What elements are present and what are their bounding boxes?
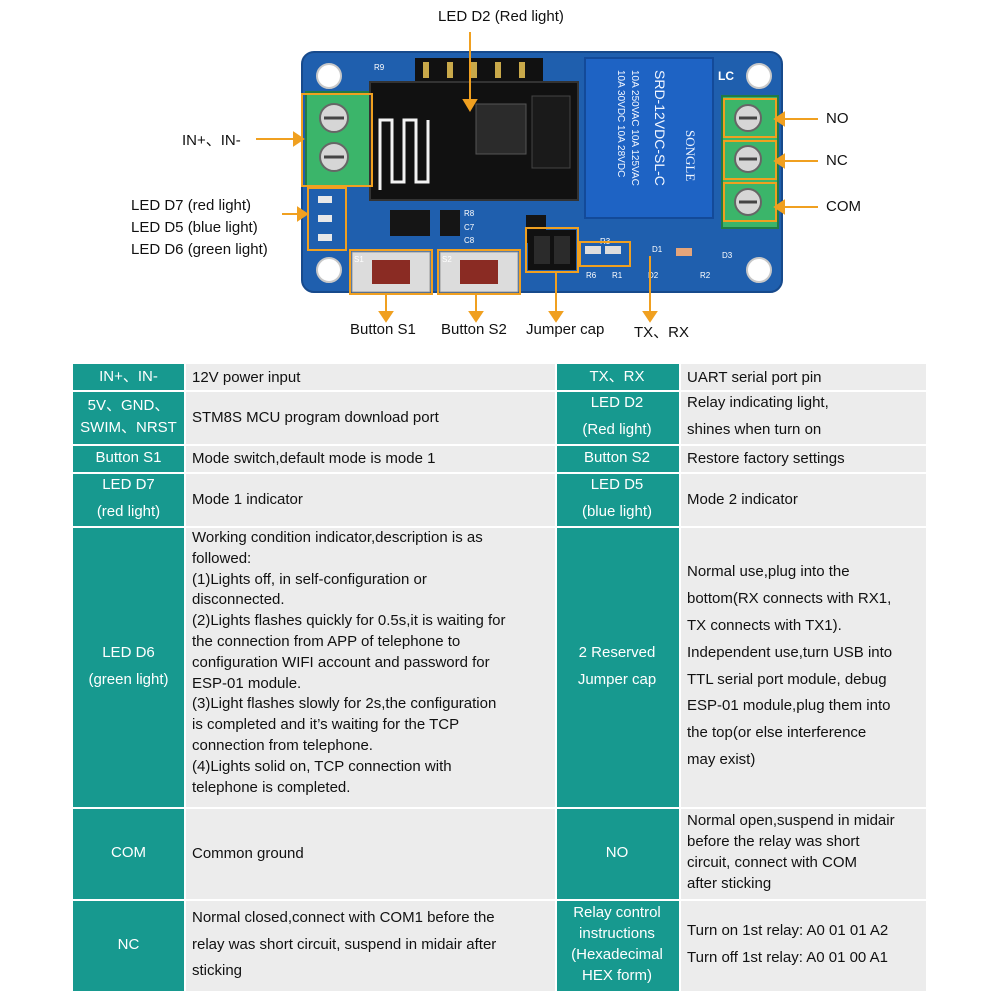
highlight-tx-rx	[579, 241, 631, 267]
highlight-leds	[307, 187, 347, 251]
mounting-hole-bottom-right	[746, 257, 772, 283]
callout-tx-rx: TX、RX	[634, 324, 690, 341]
table-value: Normal open,suspend in midair before the…	[679, 807, 926, 899]
spec-table: IN+、IN- 12V power input TX、RX UART seria…	[73, 364, 926, 991]
arrow-button-s1	[378, 311, 394, 323]
table-value: STM8S MCU program download port	[184, 390, 555, 444]
callout-power: IN+、IN-	[182, 132, 241, 149]
silk-r6: R6	[586, 271, 597, 280]
mounting-hole-top-right	[746, 63, 772, 89]
silk-c8: C8	[464, 236, 475, 245]
highlight-button-s2	[437, 249, 521, 295]
highlight-button-s1	[349, 249, 433, 295]
callout-nc: NC	[826, 152, 848, 169]
highlight-com-terminal	[723, 182, 777, 222]
table-value: Common ground	[184, 807, 555, 899]
indicator-leds	[318, 196, 332, 241]
table-key: LED D5 (blue light)	[555, 472, 679, 526]
table-key: TX、RX	[555, 364, 679, 390]
table-value: UART serial port pin	[679, 364, 926, 390]
table-value: Relay indicating light, shines when turn…	[679, 390, 926, 444]
table-value: Mode 1 indicator	[184, 472, 555, 526]
table-key: Relay control instructions (Hexadecimal …	[555, 899, 679, 991]
silk-r9: R9	[374, 63, 385, 72]
callout-led-d5: LED D5 (blue light)	[131, 219, 258, 236]
table-key: Button S2	[555, 444, 679, 472]
arrow-com	[773, 199, 785, 215]
regulator-chip	[440, 210, 460, 236]
relay-model-text: SRD-12VDC-SL-C	[652, 70, 668, 186]
jumper-cap-part	[528, 230, 576, 270]
callout-led-d7: LED D7 (red light)	[131, 197, 252, 214]
resistor-r6	[585, 246, 601, 254]
table-value: Mode 2 indicator	[679, 472, 926, 526]
table-value: Normal use,plug into the bottom(RX conne…	[679, 526, 926, 807]
callout-led-d6: LED D6 (green light)	[131, 241, 268, 258]
silk-d3: D3	[722, 251, 733, 260]
arrow-no	[773, 111, 785, 127]
button-s2-part	[439, 251, 519, 293]
table-key: LED D2 (Red light)	[555, 390, 679, 444]
relay-terminal-block	[721, 95, 779, 229]
callout-button-s2: Button S2	[441, 321, 507, 338]
table-key: Button S1	[73, 444, 184, 472]
callout-led-d2: LED D2 (Red light)	[438, 8, 564, 25]
power-terminal-block	[305, 91, 371, 187]
table-key: IN+、IN-	[73, 364, 184, 390]
esp01-module	[369, 81, 579, 201]
mcu-chip	[390, 210, 430, 236]
silk-s1: S1	[354, 255, 364, 264]
arrow-power	[293, 131, 305, 147]
callout-led-group: LED D7 (red light) LED D5 (blue light) L…	[131, 195, 268, 261]
resistor-r1	[605, 246, 621, 254]
table-value: Turn on 1st relay: A0 01 01 A2 Turn off …	[679, 899, 926, 991]
diode-d2	[676, 248, 692, 256]
button-s1-part	[351, 251, 431, 293]
table-value: 12V power input	[184, 364, 555, 390]
relay-component: SRD-12VDC-SL-C 10A 250VAC 10A 125VAC 10A…	[584, 57, 714, 219]
arrow-button-s2	[468, 311, 484, 323]
silk-r1: R1	[612, 271, 623, 280]
table-value: Restore factory settings	[679, 444, 926, 472]
table-value: Working condition indicator,description …	[184, 526, 555, 807]
arrow-leds	[297, 206, 309, 222]
silk-r2: R2	[700, 271, 711, 280]
table-value: Mode switch,default mode is mode 1	[184, 444, 555, 472]
mounting-hole-bottom-left	[316, 257, 342, 283]
board-illustration: SRD-12VDC-SL-C 10A 250VAC 10A 125VAC 10A…	[256, 32, 818, 323]
relay-rating-text-1: 10A 250VAC 10A 125VAC	[629, 70, 640, 186]
arrow-jumper-cap	[548, 311, 564, 323]
table-key: NC	[73, 899, 184, 991]
pin-header-top	[415, 58, 543, 82]
table-key: COM	[73, 807, 184, 899]
silk-c7: C7	[464, 223, 475, 232]
silk-d2: D2	[648, 271, 659, 280]
callout-jumper-cap: Jumper cap	[526, 321, 605, 338]
relay-rating-text-2: 10A 30VDC 10A 28VDC	[615, 70, 626, 177]
silk-d1: D1	[652, 245, 663, 254]
silk-s2: S2	[442, 255, 452, 264]
board-diagram: SRD-12VDC-SL-C 10A 250VAC 10A 125VAC 10A…	[0, 0, 1000, 350]
mounting-hole-top-left	[316, 63, 342, 89]
arrow-led-d2	[462, 99, 478, 112]
table-key: 5V、GND、 SWIM、NRST	[73, 390, 184, 444]
table-key: LED D7 (red light)	[73, 472, 184, 526]
relay-brand-text: SONGLE	[683, 130, 698, 181]
callout-button-s1: Button S1	[350, 321, 416, 338]
callout-no: NO	[826, 110, 849, 127]
table-key: 2 Reserved Jumper cap	[555, 526, 679, 807]
highlight-jumper-cap	[525, 227, 579, 273]
arrow-tx-rx	[642, 311, 658, 323]
silk-r8: R8	[464, 209, 475, 218]
callout-com: COM	[826, 198, 861, 215]
silk-lc: LC	[718, 69, 734, 83]
table-key: NO	[555, 807, 679, 899]
table-value: Normal closed,connect with COM1 before t…	[184, 899, 555, 991]
table-key: LED D6 (green light)	[73, 526, 184, 807]
arrow-nc	[773, 153, 785, 169]
